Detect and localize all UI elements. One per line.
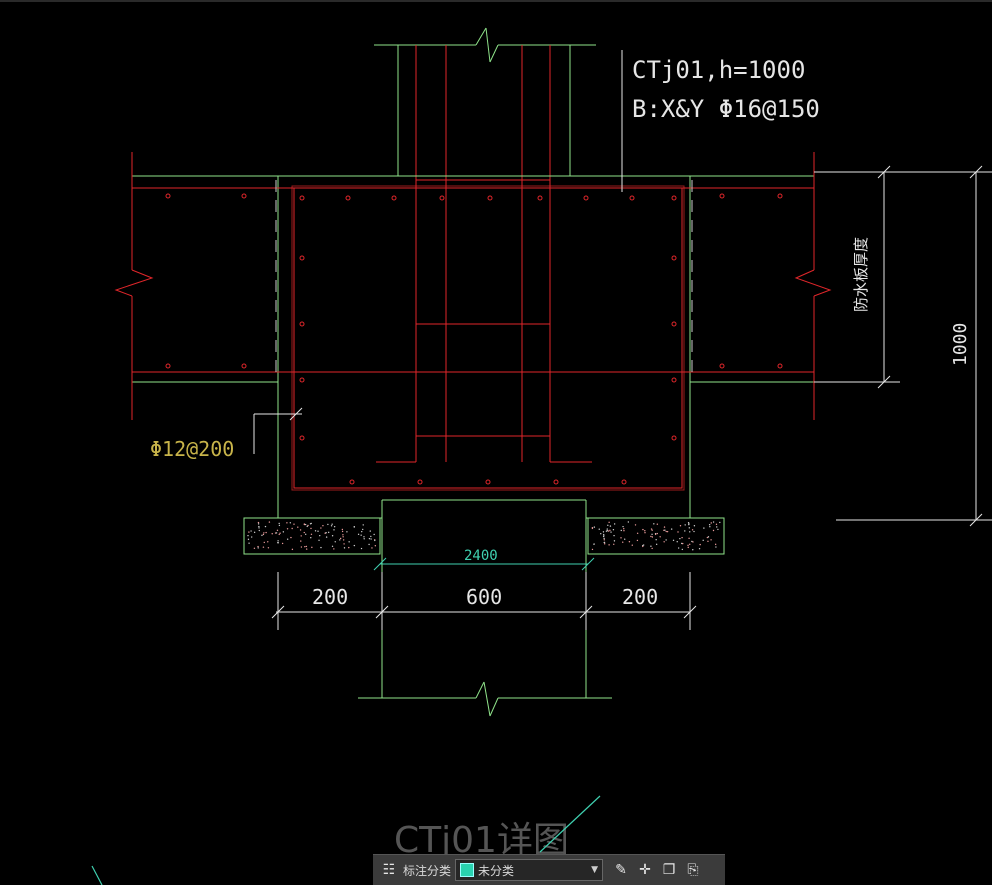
dim-middle: 600 [466, 585, 502, 609]
rebar-note: Φ12@200 [150, 437, 234, 461]
chevron-down-icon: ▼ [591, 865, 599, 875]
column-outline [374, 27, 596, 176]
right-dimensions [814, 165, 992, 527]
dim-total: 2400 [464, 548, 498, 564]
cap-note-line1: CTj01,h=1000 [632, 56, 805, 84]
category-select[interactable]: 未分类 ▼ [455, 859, 604, 881]
category-color-swatch [460, 863, 475, 877]
dim-right: 200 [622, 585, 658, 609]
dim-total-line [373, 557, 595, 571]
category-value: 未分类 [478, 863, 515, 878]
move-icon[interactable]: ✛ [639, 862, 651, 878]
dim-left: 200 [312, 585, 348, 609]
annotation-toolbar: ☷ 标注分类 未分类 ▼ ✎ ✛ ❐ ⎘ [373, 854, 725, 885]
bedding-concrete [243, 517, 725, 555]
edit-icon[interactable]: ✎ [615, 862, 627, 878]
slab-rebars [132, 187, 814, 373]
pile-cap-rebar-cage [293, 187, 683, 489]
copy-icon[interactable]: ❐ [662, 862, 676, 878]
window-top-strip [0, 0, 992, 2]
slab-thickness-label: 防水板厚度 [852, 237, 870, 312]
annotation-category-label: 标注分类 [403, 863, 452, 878]
cap-height-dim: 1000 [950, 323, 971, 366]
grid-icon[interactable]: ☷ [382, 862, 396, 878]
slab-breaklines [114, 152, 832, 420]
dashed-boundaries [275, 180, 693, 380]
cap-note-line2: B:X&Y Φ16@150 [632, 95, 820, 123]
slab-outline [132, 175, 814, 519]
column-rebars [376, 45, 592, 463]
rebar-note-leader [253, 407, 303, 454]
rebar-dots [165, 193, 783, 485]
dim-chain [271, 572, 697, 630]
cursor-lines [91, 795, 601, 885]
paste-icon[interactable]: ⎘ [687, 862, 699, 878]
